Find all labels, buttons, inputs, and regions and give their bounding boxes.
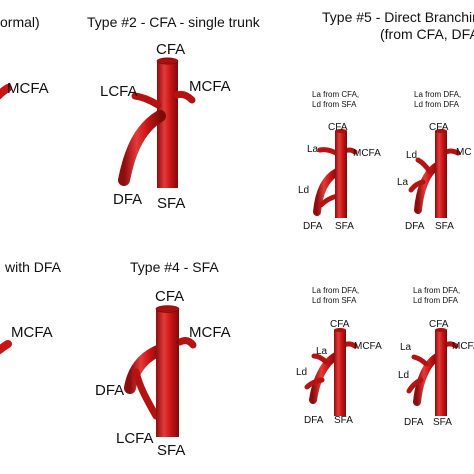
type4-lcfa-branch [132, 368, 160, 420]
variant-mcfa-branch [443, 148, 461, 156]
panel-type4: Type #4 - SFA CFA MCFA DFA LCFA SFA [95, 259, 231, 459]
variant-trunk-top [334, 328, 346, 332]
variant-sfa-label: SFA [433, 417, 452, 428]
type2-lcfa-label: LCFA [100, 83, 138, 100]
type5-heading-line1: Type #5 - Direct Branchin [322, 9, 474, 25]
variant-mcfa-label: MCFA [452, 341, 474, 352]
panel-type5: Type #5 - Direct Branchin (from CFA, DFA… [296, 9, 474, 428]
variant-dfa-branch [313, 168, 341, 216]
type2-trunk-top [156, 57, 179, 65]
variant-caption-line2: Ld from DFA [413, 296, 459, 305]
type2-dfa-label: DFA [113, 191, 142, 208]
type2-mcfa-label: MCFA [189, 78, 231, 95]
variant-caption-line2: Ld from SFA [312, 296, 357, 305]
variant-dfa-branch [309, 352, 340, 404]
variant-caption-line1: La from DFA, [414, 90, 461, 99]
variant-cfa-label: CFA [429, 122, 449, 133]
variant-ld-label: Ld [296, 367, 307, 378]
variant-caption-line1: La from CFA, [312, 90, 359, 99]
variant-la-label: La [397, 177, 409, 188]
variant-caption-line1: La from DFA, [312, 286, 359, 295]
panel-type1: ormal) MCFA [0, 14, 49, 100]
type5-variant-1: La from CFA, Ld from SFA CFA La MCFA Ld … [298, 90, 381, 232]
variant-mcfa-label: MCFA [354, 341, 382, 352]
type4-dfa-branch [124, 344, 166, 394]
variant-la-label: La [316, 346, 328, 357]
variant-la-label: La [400, 342, 412, 353]
variant-mcfa-label: MCFA [353, 148, 381, 159]
variant-mcfa-label: MC [456, 147, 472, 158]
type3-mcfa-label: MCFA [11, 324, 53, 341]
type4-lcfa-label: LCFA [116, 430, 154, 447]
type4-mcfa-branch [176, 337, 197, 349]
variant-la-branch [411, 354, 429, 367]
panel-type3: with DFA MCFA [0, 259, 62, 355]
type2-sfa-label: SFA [157, 195, 185, 212]
type3-heading: with DFA [4, 259, 62, 275]
variant-sfa-label: SFA [334, 415, 353, 426]
variant-dfa-label: DFA [303, 221, 323, 232]
variant-main-trunk [335, 131, 347, 218]
variant-cfa-label: CFA [429, 319, 449, 330]
variant-la-branch [317, 147, 339, 156]
variant-cfa-label: CFA [328, 122, 348, 133]
variant-caption-line1: La from DFA, [413, 286, 460, 295]
variant-caption-line2: Ld from DFA [414, 100, 460, 109]
variant-sfa-label: SFA [335, 221, 354, 232]
variant-main-trunk [435, 330, 447, 416]
variant-la-label: La [307, 144, 319, 155]
type4-trunk-top [155, 305, 180, 313]
variant-ld-branch [415, 157, 433, 175]
type4-mcfa-label: MCFA [189, 324, 231, 341]
type5-variant-4: La from DFA, Ld from DFA CFA MCFA La Ld … [398, 286, 474, 428]
type4-sfa-label: SFA [157, 442, 185, 459]
variant-ld-branch [406, 377, 424, 394]
variant-sfa-label: SFA [435, 221, 454, 232]
type1-mcfa-label: MCFA [7, 80, 49, 97]
variant-dfa-label: DFA [405, 221, 425, 232]
type1-mcfa-branch [0, 84, 12, 100]
variant-trunk-top [435, 328, 447, 332]
variant-main-trunk [435, 131, 447, 218]
type2-mcfa-branch [173, 90, 196, 104]
type1-heading: ormal) [0, 14, 40, 30]
type2-main-trunk [157, 61, 178, 188]
type4-dfa-label: DFA [95, 382, 124, 399]
type2-cfa-label: CFA [156, 41, 185, 58]
variant-trunk-top [435, 129, 447, 133]
type5-variant-3: La from DFA, Ld from SFA CFA La MCFA Ld … [296, 286, 382, 426]
type5-variant-2: La from DFA, Ld from DFA CFA Ld MC La DF… [397, 90, 472, 232]
panel-type2: Type #2 - CFA - single trunk CFA LCFA MC… [87, 14, 261, 212]
variant-la-branch [311, 353, 329, 365]
variant-trunk-top [335, 129, 347, 133]
variant-main-trunk [334, 330, 346, 416]
variant-cfa-label: CFA [330, 319, 350, 330]
variant-dfa-branch [413, 353, 441, 406]
variant-ld-label: Ld [398, 370, 409, 381]
variant-caption-line2: Ld from SFA [312, 100, 357, 109]
type2-lcfa-branch [131, 92, 162, 109]
variant-la-branch [408, 179, 426, 193]
variant-ld-label: Ld [298, 185, 309, 196]
variant-dfa-label: DFA [304, 415, 324, 426]
type3-mcfa-branch [0, 340, 12, 355]
type2-heading: Type #2 - CFA - single trunk [87, 14, 261, 30]
type5-heading-line2: (from CFA, DFA [380, 26, 474, 42]
variant-ld-label: Ld [406, 150, 417, 161]
type4-cfa-label: CFA [155, 288, 184, 305]
type4-heading: Type #4 - SFA [130, 259, 219, 275]
type2-dfa-branch [118, 110, 166, 186]
type4-main-trunk [156, 309, 179, 437]
variant-ld-branch [304, 377, 325, 390]
variant-dfa-label: DFA [404, 417, 424, 428]
